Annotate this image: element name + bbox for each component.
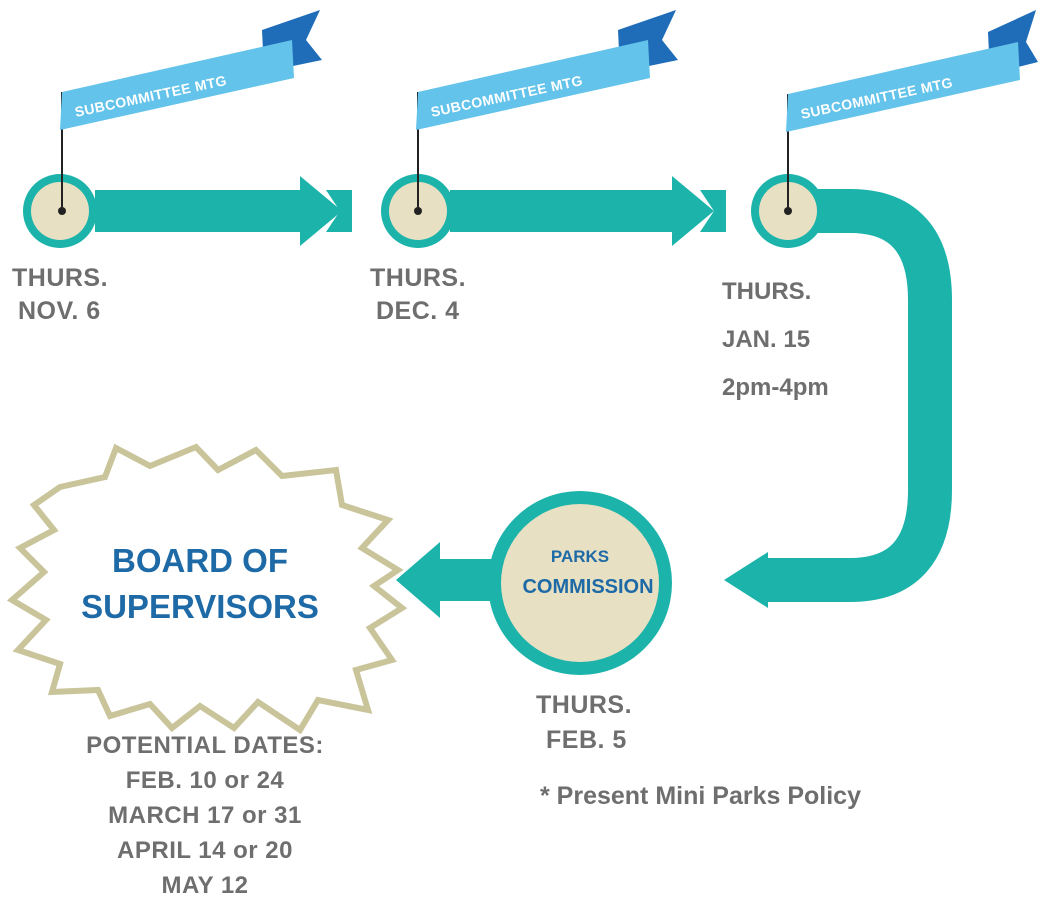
board-label-line1: BOARD OF xyxy=(112,542,288,579)
board-label-line2: SUPERVISORS xyxy=(81,588,319,625)
potential-dates-heading: POTENTIAL DATES: xyxy=(86,732,324,759)
potential-dates: POTENTIAL DATES: FEB. 10 or 24 MARCH 17 … xyxy=(30,728,380,903)
date-label: NOV. 6 xyxy=(18,297,101,325)
date-label: FEB. 5 xyxy=(546,726,627,754)
arrow-dec-to-jan xyxy=(326,176,714,246)
arrow-nov-to-dec xyxy=(95,176,342,246)
flag-subcommittee-dec-4: SUBCOMMITTEE MTG xyxy=(414,10,678,215)
board-starburst: BOARD OF SUPERVISORS xyxy=(6,443,408,735)
parks-note: * Present Mini Parks Policy xyxy=(540,782,861,810)
date-label-jan-15: THURS. JAN. 15 2pm-4pm xyxy=(722,268,829,412)
potential-date: FEB. 10 or 24 xyxy=(125,767,285,794)
parks-label-line2: COMMISSION xyxy=(522,576,653,598)
parks-label-line1: PARKS xyxy=(551,547,609,566)
day-label: THURS. xyxy=(12,264,109,292)
potential-date: MARCH 17 or 31 xyxy=(108,802,302,829)
time-label: 2pm-4pm xyxy=(722,374,829,401)
date-label: DEC. 4 xyxy=(376,297,460,325)
date-label: JAN. 15 xyxy=(722,326,811,353)
potential-date: APRIL 14 or 20 xyxy=(117,837,293,864)
day-label: THURS. xyxy=(722,278,812,305)
flag-subcommittee-nov-6: SUBCOMMITTEE MTG xyxy=(58,10,322,215)
arrow-jan-to-parks xyxy=(700,189,952,608)
date-label-feb-5: THURS. FEB. 5 xyxy=(536,688,632,758)
date-label-dec-4: THURS. DEC. 4 xyxy=(370,262,466,328)
flag-subcommittee-jan-15: SUBCOMMITTEE MTG xyxy=(784,10,1038,215)
day-label: THURS. xyxy=(536,691,633,719)
parks-commission-circle: PARKS COMMISSION xyxy=(488,491,672,675)
date-label-nov-6: THURS. NOV. 6 xyxy=(12,262,108,328)
potential-date: MAY 12 xyxy=(161,872,249,899)
day-label: THURS. xyxy=(370,264,467,292)
